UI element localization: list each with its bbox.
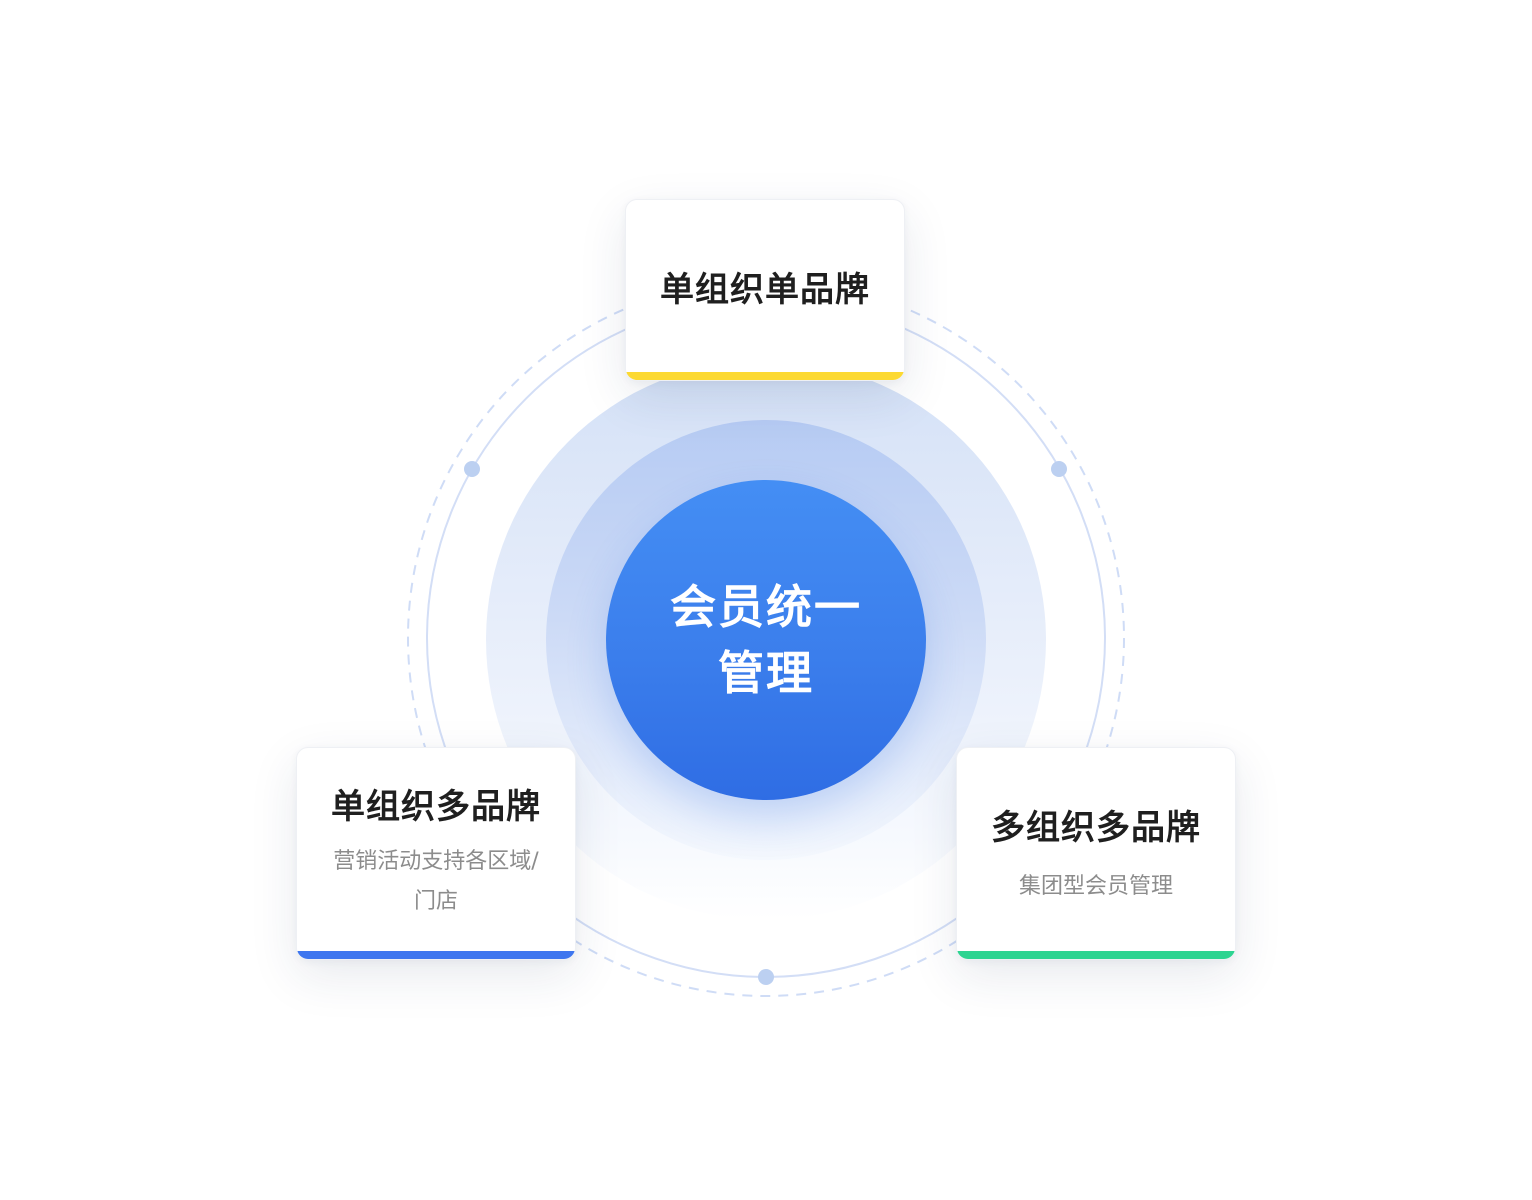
- outer-dashed-ring: [407, 279, 1125, 997]
- ring-dot-left: [464, 461, 480, 477]
- card-multi-org-multi-brand: 多组织多品牌 集团型会员管理: [956, 747, 1236, 960]
- center-title-line1: 会员统一: [670, 580, 862, 634]
- card-accent-bar-green: [957, 951, 1235, 959]
- center-title-line2: 管理: [718, 646, 814, 700]
- ring-dot-bottom: [758, 969, 774, 985]
- card-title: 单组织多品牌: [331, 787, 541, 827]
- card-single-org-single-brand: 单组织单品牌: [625, 199, 905, 381]
- card-title: 单组织单品牌: [660, 269, 870, 310]
- card-description: 集团型会员管理: [1018, 874, 1173, 899]
- center-circle: 会员统一 管理: [606, 480, 926, 800]
- card-accent-bar-blue: [297, 951, 575, 959]
- card-accent-bar-yellow: [626, 372, 904, 380]
- card-single-org-multi-brand: 单组织多品牌 营销活动支持各区域/门店: [296, 747, 576, 960]
- ring-dot-right: [1051, 461, 1067, 477]
- card-title: 多组织多品牌: [991, 808, 1201, 848]
- card-description: 营销活动支持各区域/门店: [333, 849, 539, 914]
